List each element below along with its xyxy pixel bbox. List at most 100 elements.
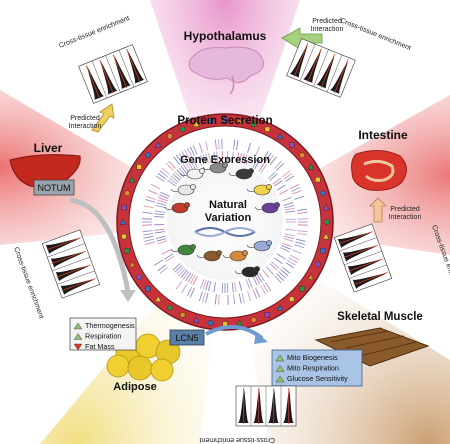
secreted-protein-icon — [236, 319, 243, 326]
secreted-protein-icon — [154, 141, 162, 148]
barcode-tick — [266, 266, 274, 275]
barcode-tick — [285, 228, 296, 231]
barcode-tick — [283, 238, 294, 242]
secreted-protein-icon — [179, 126, 186, 133]
notum-gene-label: NOTUM — [38, 183, 71, 193]
barcode-tick — [189, 159, 196, 169]
secreted-protein-icon — [145, 152, 151, 159]
secreted-protein-icon — [299, 286, 305, 292]
barcode-tick — [165, 162, 174, 171]
cross-tissue-label-top-right: Cross-tissue enrichment — [339, 17, 412, 52]
barcode-tick — [198, 142, 203, 153]
secreted-protein-icon — [322, 204, 330, 211]
barcode-tick — [178, 152, 185, 162]
barcode-tick — [155, 235, 166, 240]
barcode-tick — [202, 292, 206, 303]
barcode-tick — [282, 197, 292, 202]
cross-tissue-label-left: Cross-tissue enrichment — [12, 246, 44, 319]
muscle-effects-box — [271, 349, 363, 387]
barcode-tick — [205, 153, 209, 164]
mouse-icon — [234, 266, 260, 278]
secreted-protein-icon — [207, 320, 214, 326]
barcode-tick — [236, 152, 240, 163]
secreted-protein-icon — [276, 304, 284, 311]
up-arrow-icon — [73, 333, 83, 340]
effect-text: Respiration — [85, 332, 121, 341]
barcode-tick — [294, 244, 305, 249]
barcode-tick — [297, 208, 308, 212]
secreted-protein-icon — [192, 120, 200, 127]
down-arrow-icon — [73, 343, 83, 351]
barcode-tick — [297, 230, 308, 233]
barcode-tick — [142, 232, 153, 236]
barcode-tick — [276, 273, 285, 282]
barcode-tick — [276, 162, 285, 171]
barcode-tick — [157, 264, 167, 272]
secreted-protein-icon — [288, 296, 295, 302]
barcode-tick — [154, 210, 165, 213]
barcode-tick — [205, 280, 209, 291]
skeletal-muscle-icon — [314, 327, 430, 367]
effect-text: Mito Biogenesis — [287, 353, 338, 362]
barcode-tick — [145, 195, 156, 200]
barcode-tick — [238, 293, 242, 304]
barcode-tick — [165, 255, 175, 262]
secreted-protein-icon — [315, 177, 321, 183]
barcode-tick — [187, 273, 194, 283]
barcode-tick — [202, 154, 207, 165]
barcode-tick — [185, 272, 192, 282]
barcode-tick — [241, 153, 245, 164]
barcode-tick — [186, 286, 193, 297]
intestine-predicted-arrow — [369, 197, 387, 223]
barcode-tick — [252, 158, 258, 168]
secreted-protein-icon — [299, 152, 305, 159]
secreted-protein-icon — [289, 142, 295, 148]
barcode-tick — [231, 282, 234, 293]
barcode-tick — [154, 231, 165, 234]
secreted-protein-icon — [121, 233, 127, 240]
barcode-tick — [291, 186, 301, 192]
up-arrow-icon — [275, 375, 285, 383]
barcode-tick — [243, 154, 248, 165]
mouse-strains — [164, 162, 280, 278]
barcode-tick — [144, 241, 155, 245]
barcode-tick — [205, 141, 209, 152]
barcode-tick — [157, 172, 167, 180]
enrichment-panel — [333, 223, 393, 293]
dna-helix-icon — [194, 227, 256, 237]
barcode-tick — [170, 175, 179, 183]
liver-to-adipose-arrow — [69, 197, 131, 293]
hypothalamus-label: Hypothalamus — [184, 29, 267, 43]
barcode-tick — [216, 151, 219, 162]
mouse-icon — [246, 240, 272, 252]
barcode-tick — [192, 158, 198, 168]
barcode-tick — [287, 259, 297, 266]
barcode-tick — [161, 249, 171, 255]
barcode-tick — [284, 233, 295, 237]
barcode-tick — [245, 155, 250, 165]
barcode-tick — [269, 156, 277, 165]
barcode-tick — [142, 211, 153, 214]
barcode-tick — [184, 149, 190, 159]
barcode-tick — [294, 195, 305, 200]
barcode-tick — [231, 151, 234, 162]
barcode-tick — [258, 162, 265, 172]
barcode-tick — [198, 291, 203, 302]
barcode-tick — [252, 289, 258, 299]
barcode-tick — [156, 238, 167, 242]
barcode-tick — [175, 154, 183, 164]
barcode-tick — [247, 142, 252, 153]
barcode-tick — [285, 175, 295, 182]
enrichment-panel — [286, 38, 356, 98]
barcode-tick — [284, 204, 295, 209]
barcode-tick — [282, 266, 291, 274]
barcode-tick — [218, 139, 220, 150]
barcode-tick — [269, 263, 278, 271]
secreted-protein-icon — [128, 176, 136, 183]
up-arrow-icon — [275, 365, 285, 372]
barcode-tick — [235, 139, 239, 150]
mouse-icon — [179, 168, 205, 180]
barcode-tick — [155, 175, 165, 182]
